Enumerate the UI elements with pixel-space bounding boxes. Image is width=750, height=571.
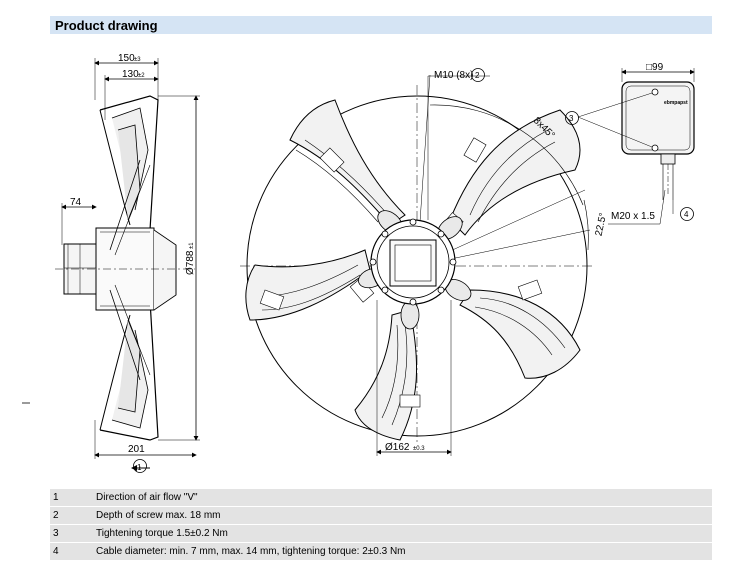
dim-blade-depth-tol: ±2 <box>138 73 145 79</box>
note-text: Cable diameter: min. 7 mm, max. 14 mm, t… <box>96 546 406 557</box>
angle-offset: 22.5° <box>594 212 610 237</box>
note-row: 4 Cable diameter: min. 7 mm, max. 14 mm,… <box>50 543 712 560</box>
brand-text: ebmpapst <box>664 100 688 106</box>
note-number: 2 <box>53 510 59 521</box>
front-view <box>240 68 595 456</box>
screw-label: M10 (8x) <box>434 70 473 81</box>
torque-marker: 3 <box>569 114 574 123</box>
dim-bottom: 201 <box>128 444 145 455</box>
hub-diameter: Ø162 <box>385 442 410 453</box>
note-text: Tightening torque 1.5±0.2 Nm <box>96 528 228 539</box>
cable-label: M20 x 1.5 <box>611 211 655 222</box>
dim-box-offset: 74 <box>70 197 82 208</box>
side-view <box>22 58 200 473</box>
hub-diameter-tol: ±0.3 <box>413 446 425 452</box>
note-row: 1 Direction of air flow "V" <box>50 489 712 506</box>
dim-diameter-tol: ±1 <box>189 242 195 249</box>
section-header: Product drawing <box>50 16 712 34</box>
note-number: 4 <box>53 546 59 557</box>
dim-total-depth-tol: ±3 <box>134 57 141 63</box>
notes-table: 1 Direction of air flow "V" 2 Depth of s… <box>50 489 712 561</box>
airflow-marker: 1 <box>137 463 142 472</box>
note-row: 3 Tightening torque 1.5±0.2 Nm <box>50 525 712 542</box>
box-size-label: □99 <box>646 62 664 73</box>
note-text: Direction of air flow "V" <box>96 492 198 503</box>
dim-blade-depth: 130 <box>122 69 139 80</box>
dim-total-depth: 150 <box>118 53 135 64</box>
note-number: 3 <box>53 528 59 539</box>
terminal-box <box>565 68 695 225</box>
screw-marker: 2 <box>475 71 480 80</box>
section-title: Product drawing <box>55 18 158 33</box>
note-text: Depth of screw max. 18 mm <box>96 510 221 521</box>
dim-diameter: Ø788 <box>185 250 196 275</box>
note-row: 2 Depth of screw max. 18 mm <box>50 507 712 524</box>
note-number: 1 <box>53 492 59 503</box>
cable-marker: 4 <box>684 210 689 219</box>
